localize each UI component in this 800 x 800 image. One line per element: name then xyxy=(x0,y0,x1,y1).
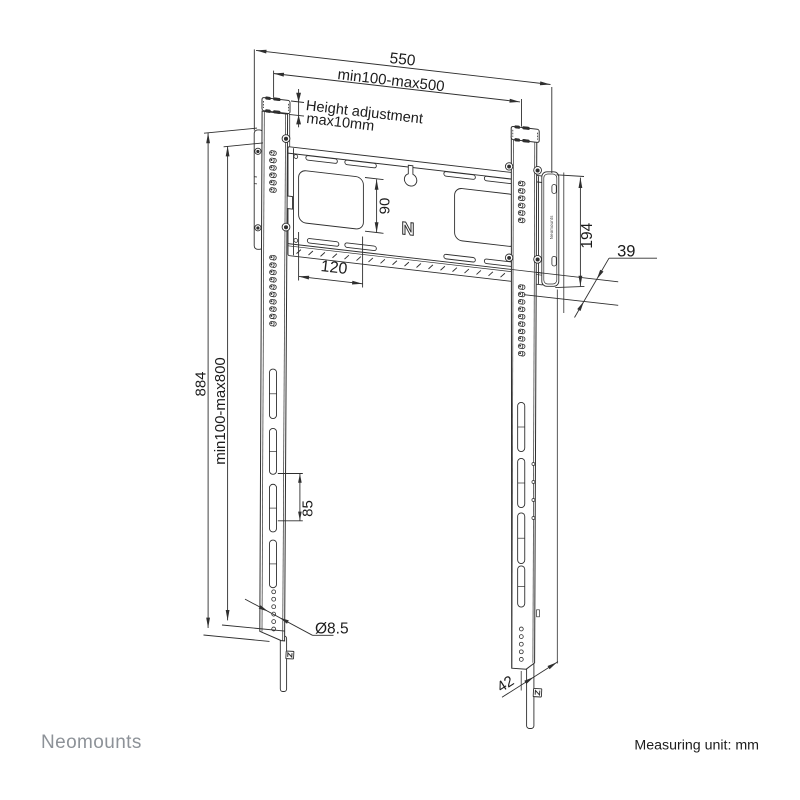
svg-text:42: 42 xyxy=(494,673,517,696)
svg-text:Neomounts: Neomounts xyxy=(549,215,554,239)
svg-text:90: 90 xyxy=(377,198,394,215)
svg-text:min100-max800: min100-max800 xyxy=(212,357,229,465)
svg-text:194: 194 xyxy=(579,222,596,248)
svg-text:Measuring unit: mm: Measuring unit: mm xyxy=(634,738,759,754)
svg-text:Neomounts: Neomounts xyxy=(41,732,142,753)
svg-text:85: 85 xyxy=(300,500,317,517)
svg-text:120: 120 xyxy=(320,258,349,278)
svg-text:Ø8.5: Ø8.5 xyxy=(315,621,349,638)
svg-text:max10mm: max10mm xyxy=(306,111,376,135)
svg-text:884: 884 xyxy=(193,371,210,396)
svg-text:39: 39 xyxy=(617,243,635,261)
svg-text:N: N xyxy=(402,218,415,239)
svg-text:550: 550 xyxy=(389,50,417,70)
